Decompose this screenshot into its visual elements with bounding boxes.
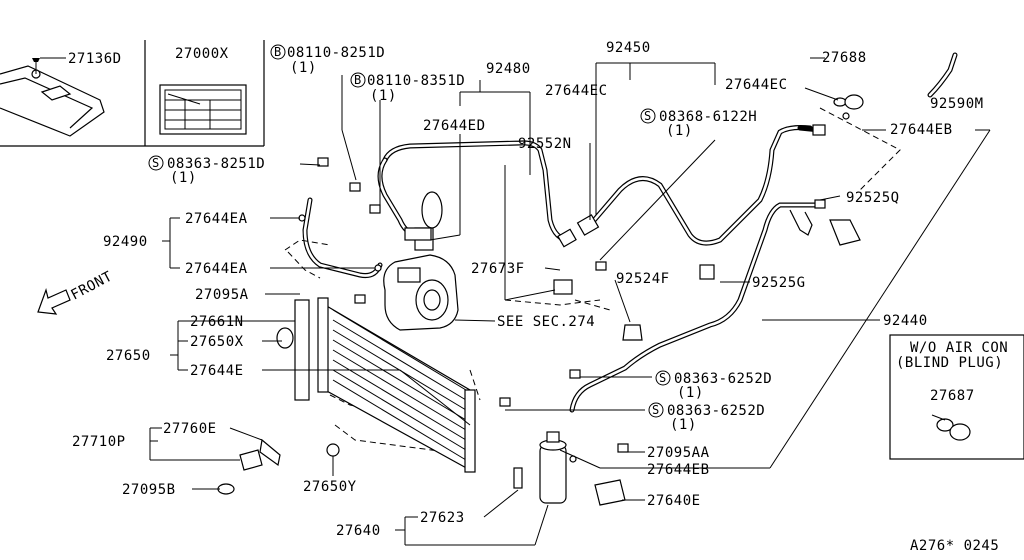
label-27644EB-top: 27644EB	[890, 122, 953, 138]
label-08363-8251D: 08363-8251D	[167, 156, 265, 172]
label-27095AA: 27095AA	[647, 445, 710, 461]
label-27000X: 27000X	[175, 46, 229, 62]
label-92440: 92440	[883, 313, 928, 329]
screw-mark-4: S	[652, 403, 660, 417]
label-08363-8251D-qty: (1)	[170, 170, 197, 186]
inset-boxes	[0, 40, 265, 147]
bolt-mark-2: B	[354, 73, 362, 87]
diagram-reference-code: A276* 0245	[910, 538, 999, 554]
screw-mark-1: S	[644, 109, 652, 123]
label-see-sec-274: SEE SEC.274	[497, 314, 595, 330]
label-27640: 27640	[336, 523, 381, 539]
label-08363-6252D-upper-qty: (1)	[677, 385, 704, 401]
label-08368-6122H: 08368-6122H	[659, 109, 757, 125]
label-08368-6122H-qty: (1)	[666, 123, 693, 139]
label-92552N: 92552N	[518, 136, 572, 152]
label-without-air-con: W/O AIR CON	[910, 340, 1008, 356]
label-27673F: 27673F	[471, 261, 525, 277]
label-92480: 92480	[486, 61, 531, 77]
label-27688: 27688	[822, 50, 867, 66]
label-27623: 27623	[420, 510, 465, 526]
label-08110-8251D: 08110-8251D	[287, 45, 385, 61]
symbol-marks: B B S S S S	[148, 44, 671, 418]
label-92450: 92450	[606, 40, 651, 56]
condenser	[276, 297, 476, 473]
label-92524F: 92524F	[616, 271, 670, 287]
label-08363-6252D-lower-qty: (1)	[670, 417, 697, 433]
label-08363-6252D-lower: 08363-6252D	[667, 403, 765, 419]
label-27710P: 27710P	[72, 434, 126, 450]
valve-parts	[404, 191, 861, 341]
label-plate-sketch	[159, 84, 247, 135]
dashed-guides	[284, 107, 901, 456]
label-front: FRONT	[68, 268, 115, 303]
label-08110-8351D: 08110-8351D	[367, 73, 465, 89]
label-blind-plug: (BLIND PLUG)	[896, 355, 1003, 371]
label-92525G: 92525G	[752, 275, 806, 291]
label-27661N: 27661N	[190, 314, 244, 330]
label-27644EA-bottom: 27644EA	[185, 261, 248, 277]
bracket-27760E	[217, 438, 340, 495]
bolts	[317, 124, 826, 453]
label-27644E: 27644E	[190, 363, 244, 379]
leader-lines	[40, 57, 991, 546]
screw-mark-2: S	[152, 156, 160, 170]
front-arrow-icon	[37, 287, 71, 315]
label-27650: 27650	[106, 348, 151, 364]
label-27644EC-left: 27644EC	[545, 83, 608, 99]
part-labels: 27136D 27000X 08110-8251D (1) 08110-8351…	[68, 40, 1008, 554]
o-rings	[298, 94, 971, 463]
label-27644EB-bottom: 27644EB	[647, 462, 710, 478]
compressor	[383, 227, 496, 331]
label-27644ED: 27644ED	[423, 118, 486, 134]
piping	[302, 52, 958, 413]
receiver-drier	[513, 431, 626, 506]
label-92490: 92490	[103, 234, 148, 250]
label-08110-8351D-qty: (1)	[370, 88, 397, 104]
label-27095B: 27095B	[122, 482, 176, 498]
label-27640E: 27640E	[647, 493, 701, 509]
label-27136D: 27136D	[68, 51, 122, 67]
label-27687: 27687	[930, 388, 975, 404]
label-08110-8251D-qty: (1)	[290, 60, 317, 76]
label-27760E: 27760E	[163, 421, 217, 437]
label-27650Y: 27650Y	[303, 479, 357, 495]
label-08363-6252D-upper: 08363-6252D	[674, 371, 772, 387]
hood-panel-sketch	[0, 58, 105, 137]
bolt-mark-1: B	[274, 45, 282, 59]
label-92525Q: 92525Q	[846, 190, 900, 206]
blind-plug-box	[889, 334, 1024, 460]
label-27644EC-right: 27644EC	[725, 77, 788, 93]
label-27095A: 27095A	[195, 287, 249, 303]
screw-mark-3: S	[659, 371, 667, 385]
label-27644EA-top: 27644EA	[185, 211, 248, 227]
label-27650X: 27650X	[190, 334, 244, 350]
label-92590M: 92590M	[930, 96, 984, 112]
